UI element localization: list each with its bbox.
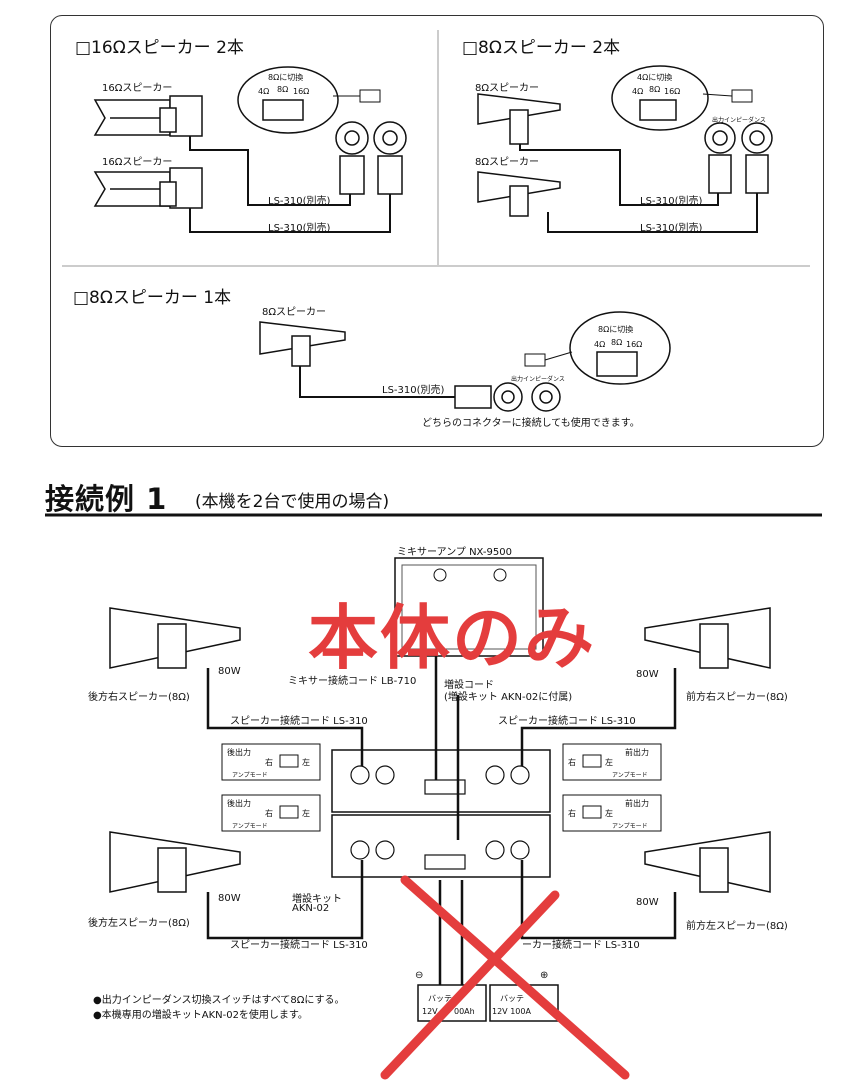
callout-front-out-2 <box>562 794 662 832</box>
cable-label-front-left: ーカー接続コード LS-310 <box>522 940 640 951</box>
amp-label: ミキサーアンプ NX-9500 <box>397 547 512 558</box>
rear-out-1: 後出力 <box>227 748 251 757</box>
sec2-cable-top: LS-310(別売) <box>640 196 703 207</box>
switch-zoom-8x1 <box>569 311 671 385</box>
expansion-cord-label-1: 増設コード <box>444 680 494 691</box>
sec1-switch-note: 8Ωに切換 <box>268 73 304 82</box>
battery-a-label-1: バッテ <box>428 994 452 1003</box>
sec3-switch-note: 8Ωに切換 <box>598 325 634 334</box>
connector-pair-8x1 <box>454 382 561 412</box>
rear-out-2: 後出力 <box>227 799 251 808</box>
cable-8x2-top <box>519 144 719 206</box>
sec2-speaker-top: 8Ωスピーカー <box>475 83 540 94</box>
speaker-rear-right <box>109 607 241 669</box>
callout-rear-out-2 <box>221 794 321 832</box>
example-heading: 接続例 1 <box>45 482 168 516</box>
sec1-speaker-bottom: 16Ωスピーカー <box>102 157 173 168</box>
callout-rear-out-1 <box>221 743 321 781</box>
watt-front-right: 80W <box>636 669 659 680</box>
cable-8x2-bottom <box>547 193 758 233</box>
note-2: ●本機専用の増設キットAKN-02を使用します。 <box>93 1010 308 1021</box>
connector-pair-8x2 <box>704 122 773 194</box>
kit-label-2: AKN-02 <box>292 903 330 914</box>
sec1-cable-bottom: LS-310(別売) <box>268 223 331 234</box>
switch-zoom-8x2 <box>611 65 709 131</box>
example-subheading: (本機を2台で使用の場合) <box>195 492 390 512</box>
cable-8x1 <box>299 366 455 398</box>
speaker-front-right <box>644 607 771 669</box>
cable-label-rear-left: スピーカー接続コード LS-310 <box>230 940 368 951</box>
kit-label-1: 増設キット <box>292 894 342 905</box>
red-x-stroke-2 <box>380 890 560 1080</box>
front-out-1: 前出力 <box>625 748 649 757</box>
cable-front-right <box>520 668 677 766</box>
label-front-left: 前方左スピーカー(8Ω) <box>686 921 788 932</box>
note-1: ●出力インピーダンス切換スイッチはすべて8Ωにする。 <box>93 995 345 1006</box>
sec3-impedance-label: 出力インピーダンス <box>511 376 565 383</box>
front-out-2: 前出力 <box>625 799 649 808</box>
speaker-8ohm-bottom <box>477 171 561 217</box>
sec2-cable-bottom: LS-310(別売) <box>640 223 703 234</box>
cable-front-left <box>520 860 677 940</box>
battery-a-label-2: 12V <box>422 1007 438 1016</box>
sec2-switch-note: 4Ωに切換 <box>637 73 673 82</box>
label-rear-right: 後方右スピーカー(8Ω) <box>88 692 190 703</box>
sec3-cable: LS-310(別売) <box>382 385 445 396</box>
expansion-cord-label-2: (増設キット AKN-02に付属) <box>444 692 573 703</box>
battery-b-label-2: 12V 100A <box>492 1007 531 1016</box>
battery-a-label-3: 00Ah <box>454 1007 475 1016</box>
cable-16-top <box>189 136 351 206</box>
sec3-speaker: 8Ωスピーカー <box>262 307 327 318</box>
overlay-only-unit: 本体のみ <box>308 597 596 679</box>
battery-plus: ⊕ <box>540 970 549 981</box>
speaker-8ohm-single <box>259 321 346 367</box>
mixer-cord-label: ミキサー接続コード LB-710 <box>288 676 417 687</box>
connector-pair-16 <box>335 121 407 195</box>
sec2-speaker-bottom: 8Ωスピーカー <box>475 157 540 168</box>
cable-16-bottom <box>189 194 391 233</box>
sec1-title: □16Ωスピーカー 2本 <box>75 38 244 58</box>
speaker-16ohm-bottom <box>93 167 203 209</box>
red-x-stroke-1 <box>400 875 630 1080</box>
speaker-front-left <box>644 831 771 893</box>
watt-rear-left: 80W <box>218 893 241 904</box>
battery-minus: ⊖ <box>415 970 424 981</box>
cable-rear-right <box>206 668 364 766</box>
cable-rear-left <box>206 860 364 940</box>
watt-rear-right: 80W <box>218 666 241 677</box>
sec3-footnote: どちらのコネクターに接続しても使用できます。 <box>422 418 640 429</box>
sec1-speaker-top: 16Ωスピーカー <box>102 83 173 94</box>
label-front-right: 前方右スピーカー(8Ω) <box>686 692 788 703</box>
cable-label-front-right: スピーカー接続コード LS-310 <box>498 716 636 727</box>
label-rear-left: 後方左スピーカー(8Ω) <box>88 918 190 929</box>
sec1-cable-top: LS-310(別売) <box>268 196 331 207</box>
speaker-rear-left <box>109 831 241 893</box>
battery-b-label-1: バッテ <box>500 994 524 1003</box>
watt-front-left: 80W <box>636 897 659 908</box>
sec3-title: □8Ωスピーカー 1本 <box>73 288 232 308</box>
callout-front-out-1 <box>562 743 662 781</box>
speaker-16ohm-top <box>93 95 203 137</box>
cable-label-rear-right: スピーカー接続コード LS-310 <box>230 716 368 727</box>
sec2-title: □8Ωスピーカー 2本 <box>462 38 621 58</box>
speaker-8ohm-top <box>477 93 561 145</box>
sec2-impedance-label: 出力インピーダンス <box>712 117 766 124</box>
